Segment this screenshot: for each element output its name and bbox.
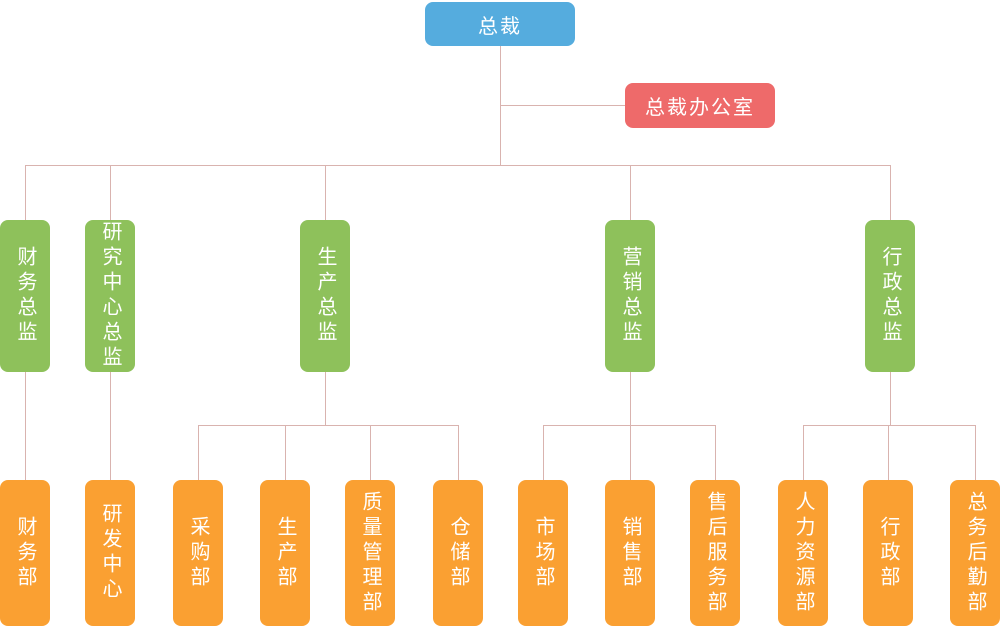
node-director-finance-label: 财务总监 (14, 246, 36, 346)
node-dept-warehouse[interactable]: 仓储部 (433, 480, 483, 626)
connector-line (325, 165, 326, 220)
node-dept-after-sales-service[interactable]: 售后服务部 (690, 480, 740, 626)
node-dept-quality-management-label: 质量管理部 (359, 490, 381, 616)
connector-line (198, 425, 199, 480)
node-director-production-label: 生产总监 (314, 246, 336, 346)
connector-line (325, 370, 326, 425)
node-dept-general-logistics[interactable]: 总务后勤部 (950, 480, 1000, 626)
connector-line (890, 370, 891, 425)
node-director-production[interactable]: 生产总监 (300, 220, 350, 372)
node-dept-warehouse-label: 仓储部 (447, 515, 469, 591)
connector-line (630, 165, 631, 220)
node-director-research-center-label: 研究中心总监 (99, 221, 121, 371)
node-president-label: 总裁 (478, 15, 522, 38)
connector-line (803, 425, 804, 480)
connector-line (25, 165, 26, 220)
node-director-marketing-label: 营销总监 (619, 246, 641, 346)
node-president-office[interactable]: 总裁办公室 (625, 83, 775, 128)
node-dept-finance-label: 财务部 (14, 515, 36, 591)
connector-line (975, 425, 976, 480)
connector-line (543, 425, 544, 480)
node-dept-admin[interactable]: 行政部 (863, 480, 913, 626)
node-director-admin-label: 行政总监 (879, 246, 901, 346)
node-dept-general-logistics-label: 总务后勤部 (964, 490, 986, 616)
connector-line (25, 165, 890, 166)
node-director-finance[interactable]: 财务总监 (0, 220, 50, 372)
connector-line (715, 425, 716, 480)
node-president-office-label: 总裁办公室 (645, 97, 755, 119)
node-director-marketing[interactable]: 营销总监 (605, 220, 655, 372)
connector-line (25, 370, 26, 480)
node-dept-admin-label: 行政部 (877, 515, 899, 591)
connector-line (370, 425, 371, 480)
node-dept-production-label: 生产部 (274, 515, 296, 591)
node-dept-finance[interactable]: 财务部 (0, 480, 50, 626)
connector-line (888, 425, 889, 480)
node-dept-after-sales-service-label: 售后服务部 (704, 490, 726, 616)
connector-line (285, 425, 286, 480)
node-dept-purchasing[interactable]: 采购部 (173, 480, 223, 626)
node-president[interactable]: 总裁 (425, 2, 575, 46)
connector-line (890, 165, 891, 220)
connector-line (110, 165, 111, 220)
connector-line (458, 425, 459, 480)
connector-line (110, 370, 111, 480)
node-dept-rd-center-label: 研发中心 (99, 503, 121, 603)
node-dept-quality-management[interactable]: 质量管理部 (345, 480, 395, 626)
node-dept-market-label: 市场部 (532, 515, 554, 591)
connector-line (198, 425, 458, 426)
connector-line (543, 425, 715, 426)
connector-line (630, 425, 631, 480)
node-dept-market[interactable]: 市场部 (518, 480, 568, 626)
node-dept-sales[interactable]: 销售部 (605, 480, 655, 626)
node-dept-purchasing-label: 采购部 (187, 515, 209, 591)
node-dept-hr[interactable]: 人力资源部 (778, 480, 828, 626)
node-dept-production[interactable]: 生产部 (260, 480, 310, 626)
node-dept-sales-label: 销售部 (619, 515, 641, 591)
node-dept-hr-label: 人力资源部 (792, 490, 814, 616)
node-director-research-center[interactable]: 研究中心总监 (85, 220, 135, 372)
connector-line (500, 105, 625, 106)
connector-line (630, 370, 631, 425)
node-dept-rd-center[interactable]: 研发中心 (85, 480, 135, 626)
connector-line (803, 425, 975, 426)
node-director-admin[interactable]: 行政总监 (865, 220, 915, 372)
